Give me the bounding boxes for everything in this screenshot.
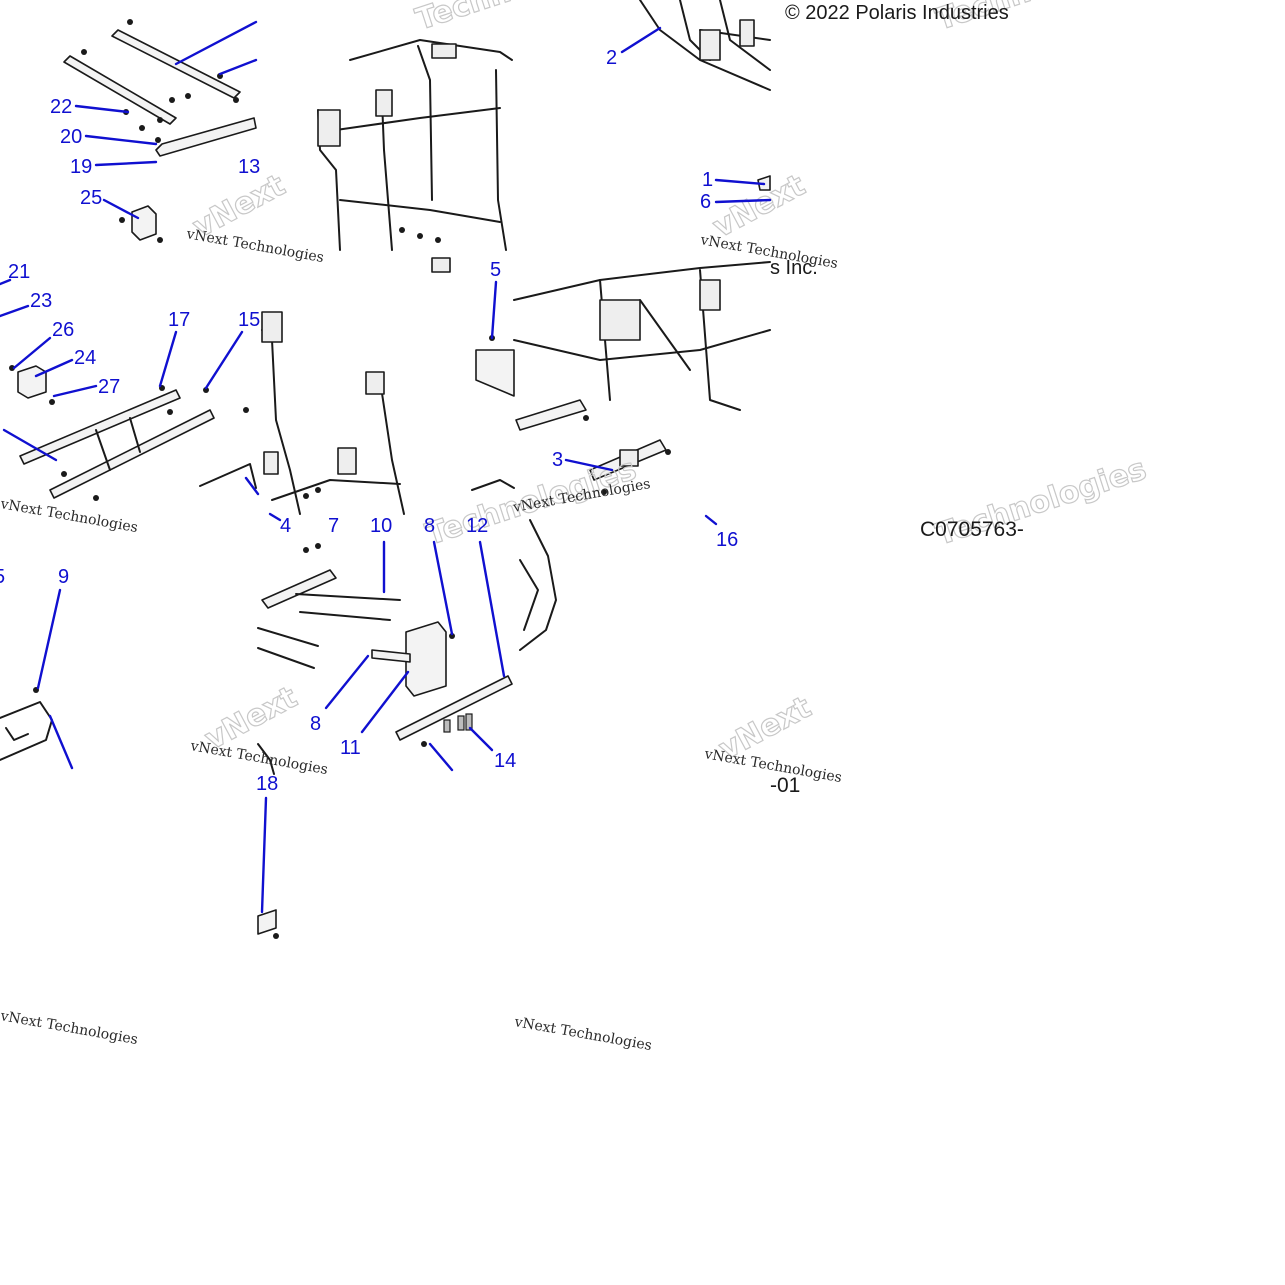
callout-labels: 22 20 19 25 13 2 1 6 21 23 26 24 27 17 1… — [0, 47, 738, 795]
lower-rail-assembly — [9, 365, 257, 501]
leader-c4left — [2, 428, 58, 462]
leader-c8top — [432, 540, 454, 636]
leader-c4 — [244, 476, 260, 496]
callout-8-top: 8 — [424, 515, 435, 537]
leader-c25 — [102, 198, 140, 220]
callout-2: 2 — [606, 47, 617, 69]
leader-c9 — [36, 588, 62, 690]
callout-15: 15 — [238, 309, 260, 331]
cross-rod-assembly — [257, 543, 513, 747]
callout-5-top: 5 — [490, 259, 501, 281]
title-block: © 2022 Polaris Industries s Inc. C070576… — [770, 2, 1024, 797]
callout-20: 20 — [60, 126, 82, 148]
leader-c26 — [12, 336, 52, 370]
callout-21: 21 — [8, 261, 30, 283]
leader-top2 — [218, 58, 258, 76]
leader-c16 — [704, 514, 718, 526]
copyright-notice: © 2022 Polaris Industries — [785, 2, 1009, 24]
callout-5-left: 5 — [0, 566, 5, 588]
callout-26: 26 — [52, 319, 74, 341]
watermark-tech: Technologies — [412, 0, 631, 38]
callout-25: 25 — [80, 187, 102, 209]
callout-19: 19 — [70, 156, 92, 178]
watermark-line: vNext Technologies — [512, 1014, 653, 1054]
watermark-line: vNext Technologies — [0, 1008, 139, 1048]
leader-c14 — [468, 726, 494, 752]
watermark-line: vNext Technologies — [0, 496, 139, 536]
leader-c3 — [564, 458, 614, 472]
main-frame-front — [317, 39, 513, 273]
leader-c18 — [158, 330, 178, 388]
callout-12: 11 — [340, 737, 361, 759]
callout-4: 4 — [280, 515, 291, 537]
leader-c6 — [714, 198, 772, 204]
leader-c17 — [260, 796, 268, 914]
callout-7: 7 — [328, 515, 339, 537]
callout-17: 18 — [256, 773, 278, 795]
drawing-code: C0705763- — [920, 518, 1024, 541]
leader-c15 — [204, 330, 244, 390]
callout-9: 9 — [58, 566, 69, 588]
leader-c19 — [94, 160, 158, 167]
callout-14: 14 — [494, 750, 516, 772]
leader-c14b — [428, 742, 454, 772]
leader-c27 — [52, 384, 98, 398]
leader-c12 — [360, 670, 410, 734]
leader-c23 — [0, 304, 30, 318]
leader-c13 — [478, 540, 506, 678]
leader-c8 — [324, 654, 370, 710]
leader-top — [174, 20, 258, 66]
callout-23: 23 — [30, 290, 52, 312]
leader-lines — [0, 20, 772, 914]
leader-c24 — [34, 358, 74, 378]
leader-c4b — [268, 512, 282, 522]
callout-16: 16 — [716, 529, 738, 551]
callout-27: 27 — [98, 376, 120, 398]
lower-left-brace — [0, 687, 53, 761]
leader-c2 — [620, 26, 662, 54]
main-frame-rear-lower — [513, 261, 771, 495]
callout-18: 17 — [168, 309, 190, 331]
drawing-code-tail: -01 — [770, 774, 800, 797]
callout-10: 10 — [370, 515, 392, 537]
upper-rail-assembly — [63, 19, 257, 243]
main-frame-center — [261, 311, 515, 515]
line-art — [0, 0, 771, 939]
leader-c1 — [714, 178, 766, 186]
side-brace-arc — [519, 519, 557, 651]
leader-c22 — [74, 104, 130, 114]
copyright-tail: s Inc. — [770, 257, 818, 279]
callout-3: 3 — [552, 449, 563, 471]
watermark-line: vNext Technologies — [184, 226, 325, 266]
callout-22: 22 — [50, 96, 72, 118]
callout-24: 24 — [74, 347, 96, 369]
leader-c20 — [84, 134, 158, 146]
leader-c5top — [490, 280, 498, 340]
callout-1: 1 — [702, 169, 713, 191]
bottom-bracket — [257, 743, 279, 939]
callout-11: 13 — [238, 156, 260, 178]
callout-8: 8 — [310, 713, 321, 735]
callout-6: 6 — [700, 191, 711, 213]
callout-13: 12 — [466, 515, 488, 537]
leader-c9b — [48, 714, 74, 770]
leader-c21 — [0, 278, 12, 286]
